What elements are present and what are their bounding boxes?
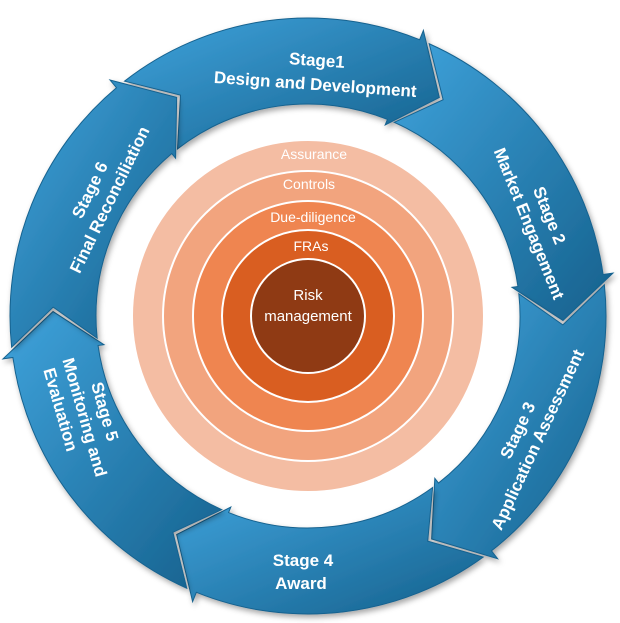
stage-4-title: Stage 4 <box>273 551 334 570</box>
stage-3-segment <box>431 283 607 560</box>
ring-label-fras: FRAs <box>294 238 329 254</box>
ring-label-controls: Controls <box>283 176 335 192</box>
core-label-line2: management <box>264 308 352 325</box>
ring-label-due-diligence: Due-diligence <box>270 209 356 225</box>
stage-4-segment <box>176 486 485 615</box>
core-label-line1: Risk <box>293 287 323 304</box>
core-circle <box>250 258 366 374</box>
stage-segments <box>1 17 615 615</box>
stage-2-segment <box>393 42 615 322</box>
ring-label-assurance: Assurance <box>281 146 347 162</box>
stage-6-segment <box>9 79 178 349</box>
stage-5-segment <box>1 310 223 590</box>
stage-1-segment <box>123 17 440 151</box>
stage-4-subtitle: Award <box>275 574 327 593</box>
stage-4-label: Stage 4 Award <box>273 551 334 593</box>
concentric-rings <box>131 139 485 493</box>
stage-1-title: Stage1 <box>288 49 345 72</box>
